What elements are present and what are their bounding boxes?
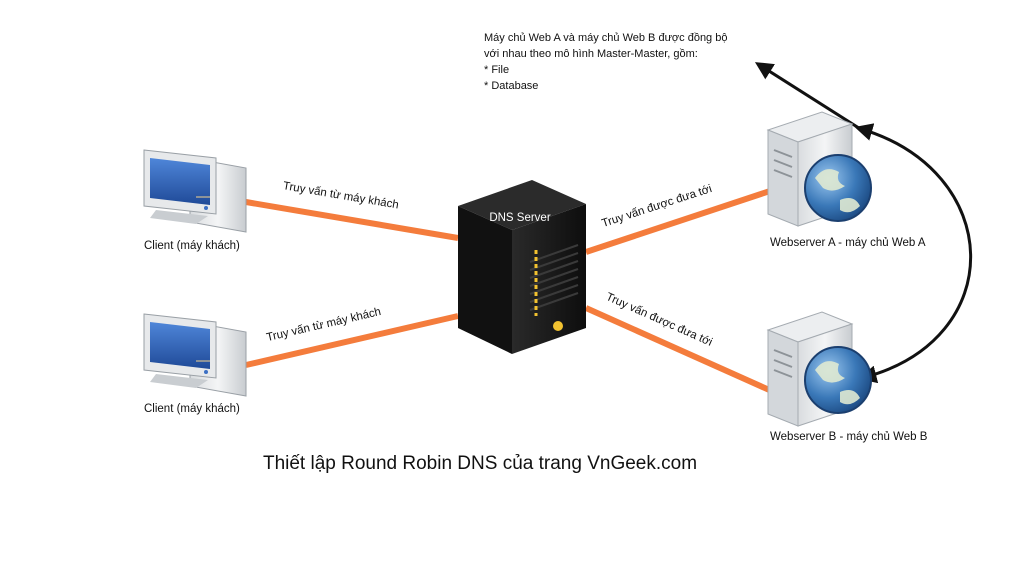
webserver-b-label: Webserver B - máy chủ Web B [770,431,928,443]
dns-server-icon [458,180,586,354]
dns-server-label: DNS Server [489,212,551,224]
webserver-b-icon [766,311,872,427]
client-top-computer-icon [143,149,247,233]
sync-note: Máy chủ Web A và máy chủ Web B được đồng… [484,30,727,94]
client-bottom-computer-icon [143,313,247,397]
dns-power-light [553,321,563,331]
diagram-caption: Thiết lập Round Robin DNS của trang VnGe… [262,453,698,474]
sync-note-line: * File [484,64,510,76]
sync-note-line: với nhau theo mô hình Master-Master, gồm… [484,48,698,60]
client-bottom-label: Client (máy khách) [144,403,240,415]
sync-note-line: * Database [484,80,539,92]
client-top-label: Client (máy khách) [144,240,240,252]
link-dns-to-web-b [584,305,778,396]
link-client-bottom-to-dns [245,313,459,368]
link-dns-to-web-a [585,186,777,255]
dns-server-vents [529,244,579,316]
webserver-a-label: Webserver A - máy chủ Web A [770,237,926,249]
note-pointer-arrow [754,62,863,132]
sync-note-line: Máy chủ Web A và máy chủ Web B được đồng… [484,32,728,44]
webserver-a-icon [766,111,872,227]
sync-arrow [854,123,973,384]
link-client-top-to-dns [245,199,459,241]
